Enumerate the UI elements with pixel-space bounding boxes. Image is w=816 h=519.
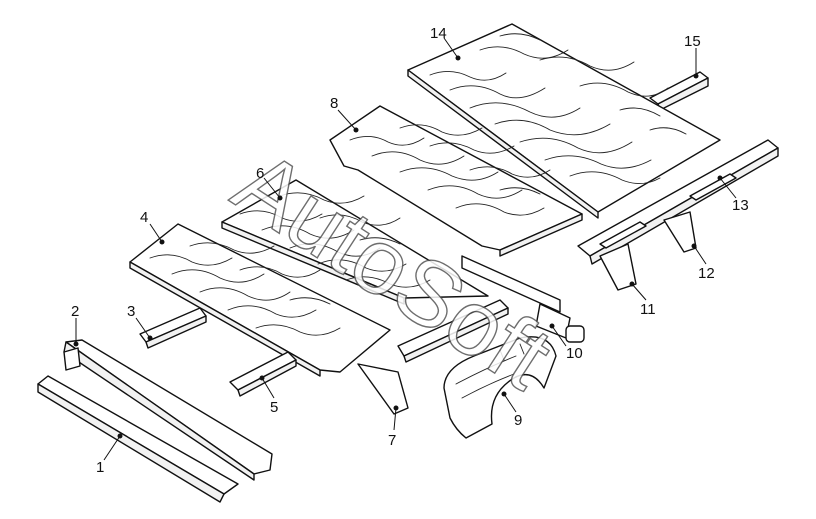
part-5-rail bbox=[229, 351, 297, 397]
callout-10: 10 bbox=[566, 345, 583, 362]
part-7-bracket bbox=[357, 363, 409, 415]
part-4-floor-panel bbox=[129, 223, 391, 377]
part-10-bracket bbox=[535, 303, 585, 343]
part-14-floor-panel bbox=[407, 23, 721, 219]
part-15-rail bbox=[649, 71, 709, 111]
callout-8: 8 bbox=[330, 95, 338, 112]
callout-2: 2 bbox=[71, 303, 79, 320]
callout-15: 15 bbox=[684, 33, 701, 50]
callout-5: 5 bbox=[270, 399, 278, 416]
leader-lines bbox=[73, 37, 737, 461]
callout-6: 6 bbox=[256, 165, 264, 182]
part-9-wheel-arch bbox=[443, 336, 557, 439]
part-8-floor-panel bbox=[329, 105, 583, 257]
part-6-floor-panel bbox=[221, 179, 489, 305]
callout-14: 14 bbox=[430, 25, 447, 42]
part-1-sill bbox=[37, 375, 239, 503]
callout-13: 13 bbox=[732, 197, 749, 214]
callout-9: 9 bbox=[514, 412, 522, 429]
part-2-sill bbox=[63, 339, 273, 481]
callout-4: 4 bbox=[140, 209, 148, 226]
callout-12: 12 bbox=[698, 265, 715, 282]
part-3-rail bbox=[139, 307, 207, 349]
part-11-bracket bbox=[599, 243, 637, 291]
middle-rail bbox=[397, 299, 509, 363]
callout-3: 3 bbox=[127, 303, 135, 320]
part-13-rail bbox=[577, 139, 779, 265]
part-12-bracket bbox=[663, 211, 697, 253]
center-rail bbox=[461, 255, 561, 313]
callout-11: 11 bbox=[640, 301, 656, 318]
callout-1: 1 bbox=[96, 459, 104, 476]
callout-7: 7 bbox=[388, 432, 396, 449]
